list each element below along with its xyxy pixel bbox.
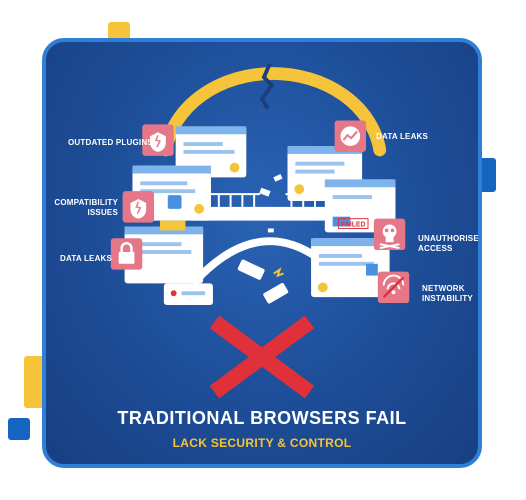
label-outdated-plugins: OUTDATED PLUGINS bbox=[68, 138, 153, 147]
label-network-instability: NETWORK INSTABILITY bbox=[422, 284, 473, 304]
chat-bubble bbox=[163, 283, 213, 306]
no-signal-icon bbox=[377, 271, 410, 304]
failed-stamp-box bbox=[338, 218, 369, 229]
browser-window bbox=[311, 238, 390, 298]
arc-crack bbox=[259, 62, 275, 110]
label-network-line2: INSTABILITY bbox=[422, 294, 473, 303]
label-data-leaks-left: DATA LEAKS bbox=[60, 254, 113, 263]
broken-heart-shield-icon bbox=[142, 124, 174, 156]
decor-square-blue-left bbox=[8, 418, 30, 440]
label-compatibility-line1: COMPATIBILITY bbox=[54, 198, 118, 207]
bridge-debris bbox=[259, 173, 283, 233]
bridge-deck bbox=[191, 206, 349, 221]
broken-shield-icon bbox=[122, 191, 155, 223]
label-unauthorised-line1: UNAUTHORISED bbox=[418, 234, 482, 243]
failed-stamp: FAILED bbox=[341, 222, 365, 229]
skull-crossbones-icon bbox=[373, 218, 406, 251]
headline: TRADITIONAL BROWSERS FAIL bbox=[117, 408, 407, 428]
browser-window bbox=[175, 126, 247, 178]
broken-bridge-illustration: FAILED bbox=[110, 62, 410, 399]
subheadline: LACK SECURITY & CONTROL bbox=[172, 436, 352, 450]
broken-plug-icon bbox=[237, 259, 289, 304]
label-compatibility: COMPATIBILITY ISSUES bbox=[54, 198, 118, 218]
infographic-panel: FAILED bbox=[42, 38, 482, 468]
padlock-icon bbox=[110, 238, 143, 270]
broken-arc bbox=[159, 67, 387, 157]
label-unauthorised-access: UNAUTHORISED ACCESS bbox=[418, 234, 482, 254]
label-compatibility-line2: ISSUES bbox=[87, 208, 118, 217]
red-x-icon bbox=[209, 315, 315, 399]
label-unauthorised-line2: ACCESS bbox=[418, 244, 453, 253]
label-data-leaks-right: DATA LEAKS bbox=[376, 132, 429, 141]
browser-window bbox=[124, 220, 204, 284]
label-network-line1: NETWORK bbox=[422, 284, 465, 293]
broken-chart-icon bbox=[334, 120, 367, 152]
